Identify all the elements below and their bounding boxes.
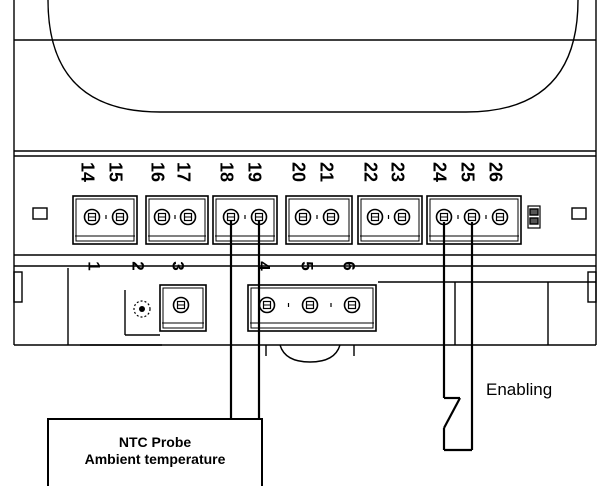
controller-housing [13,0,597,346]
ntc-probe-label-box: NTC Probe Ambient temperature [47,418,263,486]
terminal-screw-icon [179,208,197,226]
terminal-number: 2 [129,261,148,270]
lower-terminal-numbers: 1 2 3 4 5 6 [85,261,359,271]
terminal-number: 16 [147,162,167,182]
terminal-screw-icon [153,208,171,226]
terminal-number: 26 [485,162,505,182]
lower-terminal-block [159,284,207,332]
upper-terminal-block [285,195,353,245]
socket-detail-icon [80,290,162,346]
upper-terminal-blocks [72,195,522,245]
probe-wires [229,220,261,418]
terminal-number: 21 [316,162,336,182]
terminal-screw-icon [393,208,411,226]
upper-terminal-block [145,195,209,245]
terminal-screw-icon [83,208,101,226]
enabling-wires [442,222,474,452]
terminal-screw-icon [366,208,384,226]
terminal-number: 18 [216,162,236,182]
terminal-number: 24 [429,162,449,182]
terminal-screw-icon [301,296,319,314]
lower-terminal-blocks [80,284,377,346]
upper-terminal-block [357,195,423,245]
terminal-screw-icon [111,208,129,226]
terminal-screw-icon [343,296,361,314]
terminal-number: 4 [255,261,274,271]
terminal-number: 14 [77,162,97,182]
terminal-number: 6 [340,261,359,270]
terminal-number: 1 [85,261,104,270]
terminal-screw-icon [258,296,276,314]
terminal-number: 23 [387,162,407,182]
lower-terminal-block [247,284,377,332]
terminal-number: 15 [105,162,125,182]
terminal-number: 25 [457,162,477,182]
cable-clip [265,344,355,363]
terminal-number: 17 [173,162,193,182]
probe-label-line2: Ambient temperature [84,451,226,467]
enabling-label: Enabling [486,380,553,399]
terminal-screw-icon [322,208,340,226]
terminal-screw-icon [172,296,190,314]
terminal-number: 19 [244,162,264,182]
terminal-screw-icon [435,208,453,226]
probe-label-line1: NTC Probe [118,434,192,450]
upper-terminal-block [426,195,522,245]
upper-terminal-block [212,195,278,245]
terminal-number: 3 [169,261,188,270]
terminal-number: 20 [288,162,308,182]
upper-terminal-numbers: 14 15 16 17 18 19 20 21 22 23 24 25 26 [77,162,505,182]
terminal-screw-icon [491,208,509,226]
terminal-number: 22 [360,162,380,182]
terminal-screw-icon [294,208,312,226]
upper-terminal-block [72,195,138,245]
terminal-number: 5 [298,261,317,270]
